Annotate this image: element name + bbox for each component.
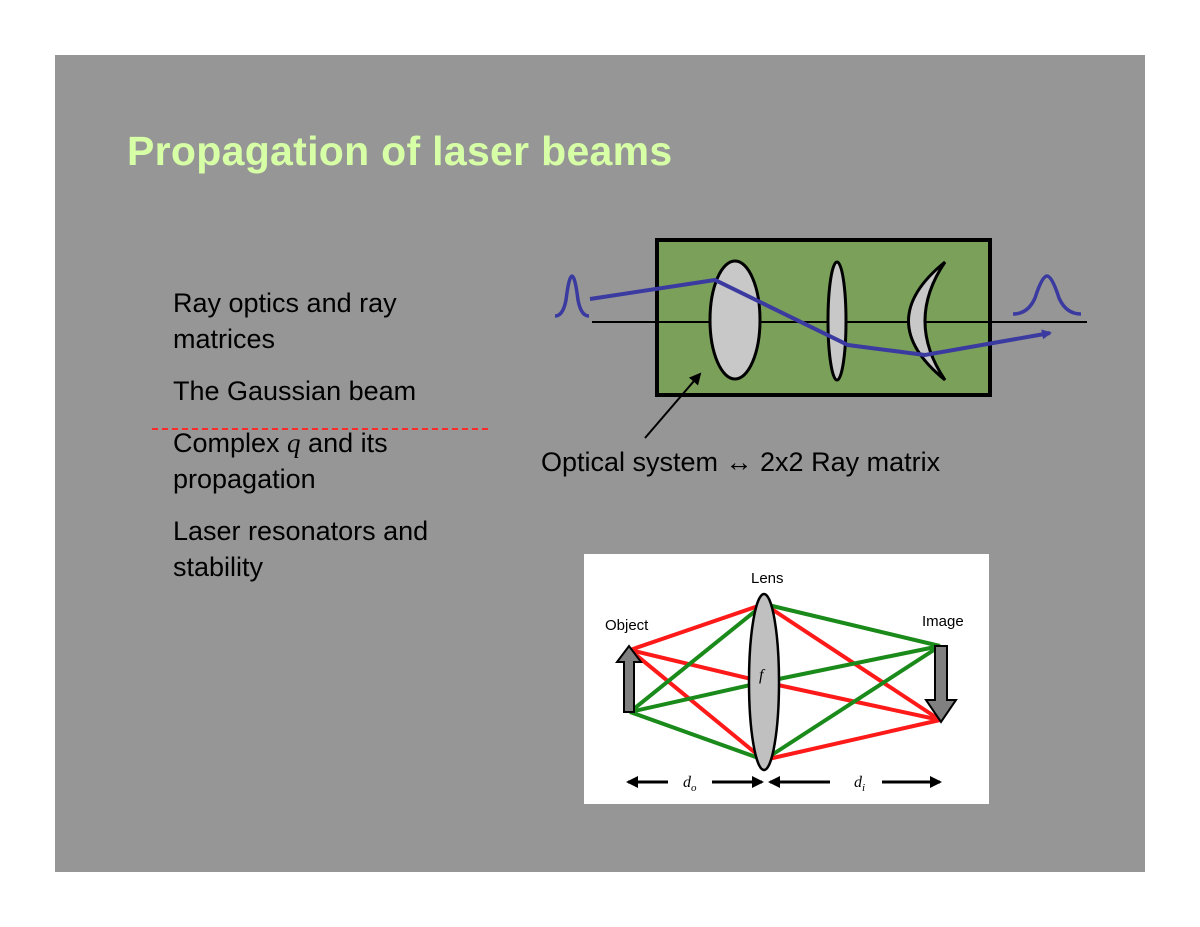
lens-label: Lens bbox=[751, 570, 784, 587]
lens-imaging-diagram: Lens Object Image f do di bbox=[605, 570, 964, 794]
convex-lens-large bbox=[708, 259, 762, 381]
optical-system-diagram bbox=[554, 238, 1087, 439]
object-label: Object bbox=[605, 617, 649, 634]
image-arrow-icon bbox=[924, 645, 958, 724]
input-pulse-icon bbox=[554, 274, 590, 318]
image-label: Image bbox=[922, 613, 964, 630]
bullet-list: Ray optics and ray matrices The Gaussian… bbox=[173, 285, 503, 601]
dashed-divider bbox=[152, 428, 488, 430]
pointer-arrow bbox=[644, 372, 702, 439]
bullet-complex-q-suffix: and its propagation bbox=[173, 428, 388, 494]
green-ray bbox=[762, 644, 942, 762]
meniscus-lens bbox=[907, 260, 947, 382]
imaging-lens bbox=[747, 592, 781, 772]
bullet-ray-optics: Ray optics and ray matrices bbox=[173, 288, 397, 354]
red-ray bbox=[629, 648, 765, 684]
green-ray bbox=[629, 680, 765, 714]
beam-path bbox=[589, 277, 1052, 358]
red-ray bbox=[629, 602, 765, 652]
green-ray bbox=[763, 602, 941, 648]
optical-system-caption: Optical system ↔ 2x2 Ray matrix bbox=[541, 447, 941, 477]
convex-lens-thin bbox=[826, 260, 848, 382]
object-arrow-icon bbox=[615, 644, 643, 713]
image-distance-label: di bbox=[854, 774, 865, 794]
focal-length-symbol: f bbox=[759, 667, 766, 684]
green-ray bbox=[629, 710, 765, 762]
green-ray bbox=[628, 602, 766, 714]
bullet-laser-resonators: Laser resonators and stability bbox=[173, 516, 429, 582]
red-ray bbox=[763, 718, 941, 762]
green-ray bbox=[763, 644, 941, 684]
red-ray bbox=[628, 648, 766, 762]
bullet-complex-q-prefix: Complex bbox=[173, 428, 288, 458]
output-pulse-icon bbox=[1012, 274, 1082, 316]
slide-title: Propagation of laser beams bbox=[127, 128, 673, 174]
bullet-gaussian-beam: The Gaussian beam bbox=[173, 376, 417, 406]
q-symbol: q bbox=[287, 428, 301, 458]
object-distance-label: do bbox=[683, 774, 697, 794]
bullet-complex-q: Complex q and its propagation bbox=[173, 425, 503, 497]
